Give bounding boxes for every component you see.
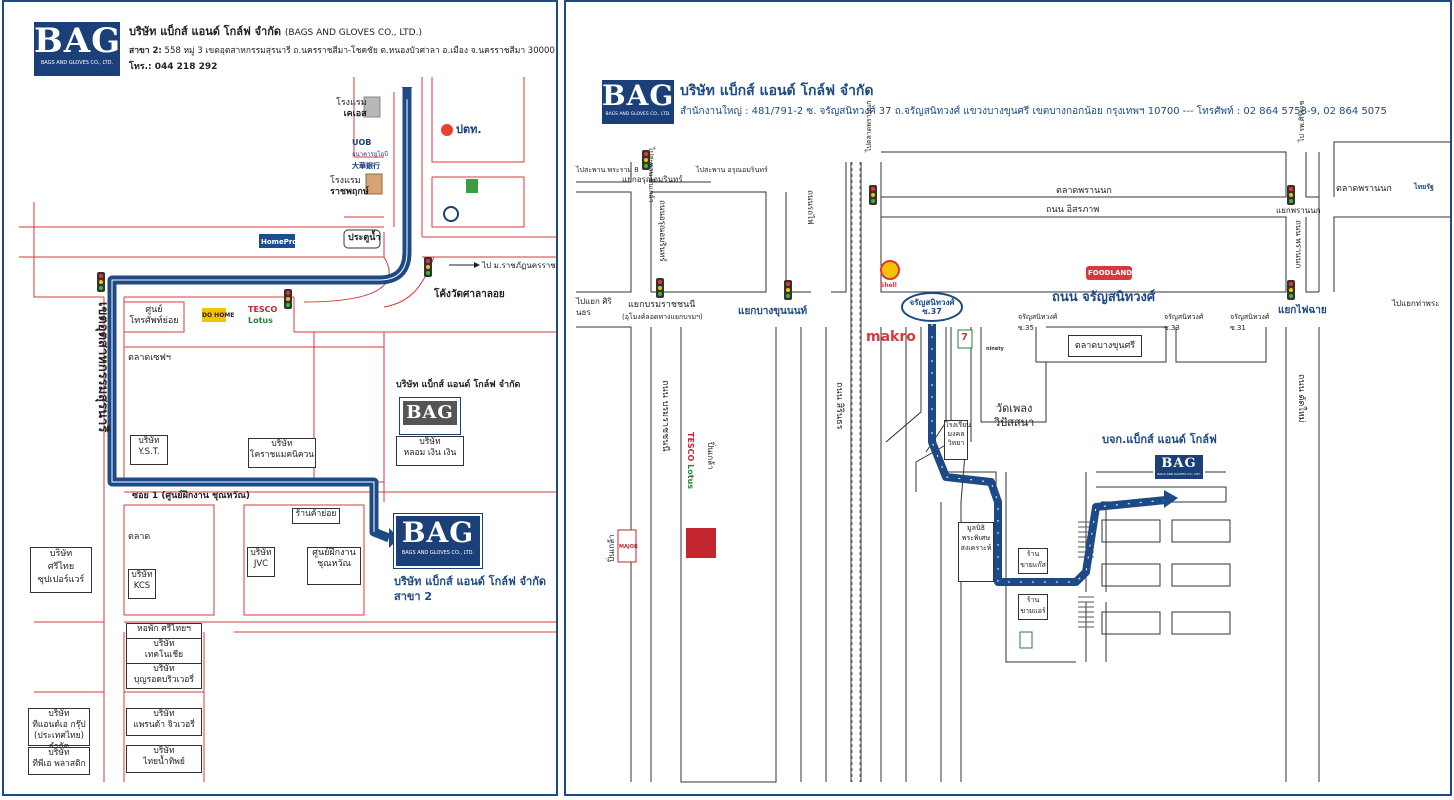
box-lh: บริษัทหลอม เงิน เงิน (396, 436, 464, 466)
box-boon: บริษัทบุญรอดบริวเวอรี่ (126, 663, 202, 689)
label-phone-center: ศูนย์โทรศัพท์ย่อย (129, 305, 179, 326)
label-bag-branch: บริษัท แบ็กส์ แอนด์ โกล์ฟ จำกัดสาขา 2 (394, 575, 547, 603)
label-rail-road: ถนนรถไฟ (806, 190, 815, 225)
left-small-logo: BAG (399, 397, 461, 435)
left-company-address: สาขา 2: 558 หมู่ 3 เขตอุตสาหกรรมสุรนารี … (129, 46, 555, 56)
left-map-panel: BAG BAGS AND GLOVES CO., LTD. บริษัท แบ็… (2, 0, 558, 796)
label-thai-rath: ไทยรัฐ (1414, 183, 1434, 191)
label-homepro: HomePro (261, 238, 298, 246)
label-prachuap: ประตูน้ำ (348, 233, 381, 243)
label-boromaratchonnanee: แยกบรมราชชนนี (628, 300, 696, 310)
right-company-name: บริษัท แบ็กส์ แอนด์ โกล์ฟ จำกัด (680, 83, 874, 99)
right-map-panel: BAG BAGS AND GLOVES CO., LTD. บริษัท แบ็… (564, 0, 1452, 796)
charan-badge: จรัญสนิทวงศ์ซ.37 (909, 298, 955, 316)
label-major: MAJOR (619, 544, 638, 550)
label-bangkhunnon: แยกบางขุนนนท์ (738, 306, 808, 317)
left-logo: BAG BAGS AND GLOVES CO., LTD. (34, 22, 120, 76)
label-wat-sala: โค้งวัดศาลาลอย (434, 289, 505, 300)
box-thai-group: บริษัททีแอนด์เอ กรุ๊ป(ประเทศไทย) จำกัด (28, 708, 90, 752)
label-shell: Shell (880, 282, 897, 289)
label-to-tha-phra: ไปแยกท่าพระ (1392, 299, 1440, 308)
label-soi1: ซอย 1 (ศูนย์ฝึกงาน ชุณหวัณ) (132, 491, 250, 501)
box-korat: บริษัทโคราชแมคนิควน (248, 438, 316, 468)
label-hotel-ks: โรงแรมเคเอส (336, 98, 367, 119)
box-chun: ศูนย์ฝึกงานชุณหวัณ (307, 547, 361, 585)
label-to-pinklao: ไปสะพาน ปิ่นเกล้า (647, 147, 655, 203)
right-map-roads (576, 141, 1450, 783)
box-shop-gas: ร้านขายแก๊ส (1018, 548, 1048, 574)
box-retail: ร้านค้าย่อย (292, 508, 340, 524)
box-talad-bk: ตลาดบางขุนศรี (1068, 335, 1142, 357)
box-srithai: บริษัทศรีไทยซุปเปอร์แวร์ (30, 547, 92, 593)
box-foundation: มูลนิธิพระพิเศษสงเคราะห์ (958, 522, 994, 582)
label-to-arun-bridge: ไปสะพาน อรุณอมรินทร์ (696, 166, 768, 174)
label-soi35: จรัญสนิทวงศ์ ซ.35 (1018, 313, 1058, 332)
label-to-talad: ไปตลาดพรานนก (865, 100, 873, 152)
label-road-vertical: เขตอุตสาหกรรมสุรนารี (95, 302, 110, 433)
box-shop-air: ร้านขายแอร์ (1018, 594, 1048, 620)
label-seven: 7 (961, 332, 968, 343)
box-thaiwater: บริษัทไทยน้ำทิพย์ (126, 745, 202, 773)
right-map-logo: BAG BAGS AND GLOVES CO., LTD. (1157, 456, 1201, 476)
label-isaraphap: ถนน อิสรภาพ (1046, 205, 1100, 215)
label-hotel-rat: โรงแรมราชพฤกษ์ (330, 176, 369, 197)
left-company-name: บริษัท แบ็กส์ แอนด์ โกล์ฟ จำกัด (BAGS AN… (129, 25, 422, 38)
label-to-siriraj2: ไปแยก ศิรินธร (576, 297, 612, 317)
label-dohome: DO HOME (202, 312, 235, 319)
label-arun-road: ถนนอรุณอมรินทร์ (658, 200, 667, 262)
label-ninety: ninety (986, 346, 1004, 352)
label-arun: แยกอรุณอมรินทร์ (622, 175, 683, 184)
left-company-phone: โทร.: 044 218 292 (129, 62, 218, 72)
box-tech: บริษัทเทคโนเชีย (126, 638, 202, 664)
label-bkk-rd: ถนน บรมราชชนนี (660, 380, 670, 452)
label-foodland: FOODLAND (1088, 269, 1133, 277)
label-pinklao-2: ปิ่นเกล้า (607, 534, 616, 562)
box-tp: บริษัททีพีเอ พลาสติก (28, 747, 90, 775)
box-school: โรงเรียนมงคลวิทยา (944, 420, 971, 460)
label-makro: makro (866, 329, 916, 345)
label-to-university: ไป ม.ราชภัฏนครราชสีมา (482, 261, 556, 270)
label-talad-pran-2: ตลาดพรานนก (1336, 184, 1392, 194)
label-talad: ตลาด (128, 532, 151, 542)
label-pran-road: ถนน พรานนก (1294, 220, 1303, 269)
label-wat-phleng: วัดเพลงวิปัสสนา (994, 402, 1035, 429)
label-soi31: จรัญสนิทวงศ์ ซ.31 (1230, 313, 1270, 332)
right-logo: BAG BAGS AND GLOVES CO., LTD. (602, 80, 674, 124)
left-map-roads (19, 77, 556, 782)
box-dorm: หอพัก ศรีไทยฯ (126, 623, 202, 639)
label-charan-road: ถนน จรัญสนิทวงศ์ (1052, 290, 1156, 305)
label-bag-title-left: บริษัท แบ็กส์ แอนด์ โกล์ฟ จำกัด (396, 380, 521, 390)
label-market: ตลาดเซฟฯ (128, 353, 171, 363)
label-pran-junction: แยกพรานนก (1276, 206, 1321, 215)
label-sanit-road: ถนน สิรินธร (834, 382, 844, 430)
label-to-siriraj: ไป รพ.ศิริราช (1298, 100, 1306, 142)
label-tesco-right: TESCO Lotus (686, 432, 695, 490)
label-tatmai: ถนน ตัดใหม่ (1296, 374, 1306, 423)
label-ptt: ปตท. (456, 123, 482, 136)
left-branch-logo: BAG BAGS AND GLOVES CO., LTD. (393, 513, 483, 569)
label-fai-chai: แยกไฟฉาย (1278, 305, 1327, 316)
label-talad-pran: ตลาดพรานนก (1056, 186, 1112, 196)
label-bag-right: บจก.แบ็กส์ แอนด์ โกล์ฟ (1102, 433, 1217, 446)
box-prince: บริษัทแพรนด้า จิวเวอรี่ (126, 708, 202, 736)
label-pinklao-1: ปิ่นเกล้า (706, 442, 715, 470)
right-company-address: สำนักงานใหญ่ : 481/791-2 ซ. จรัญสนิทวงศ์… (680, 106, 1387, 117)
label-soi33: จรัญสนิทวงศ์ ซ.33 (1164, 313, 1204, 332)
label-to-saphan8: ไปสะพาน พระราม 8 (576, 166, 639, 174)
label-bkk-note: (อุโมงค์ลอดทางแยกบรมฯ) (622, 313, 703, 321)
